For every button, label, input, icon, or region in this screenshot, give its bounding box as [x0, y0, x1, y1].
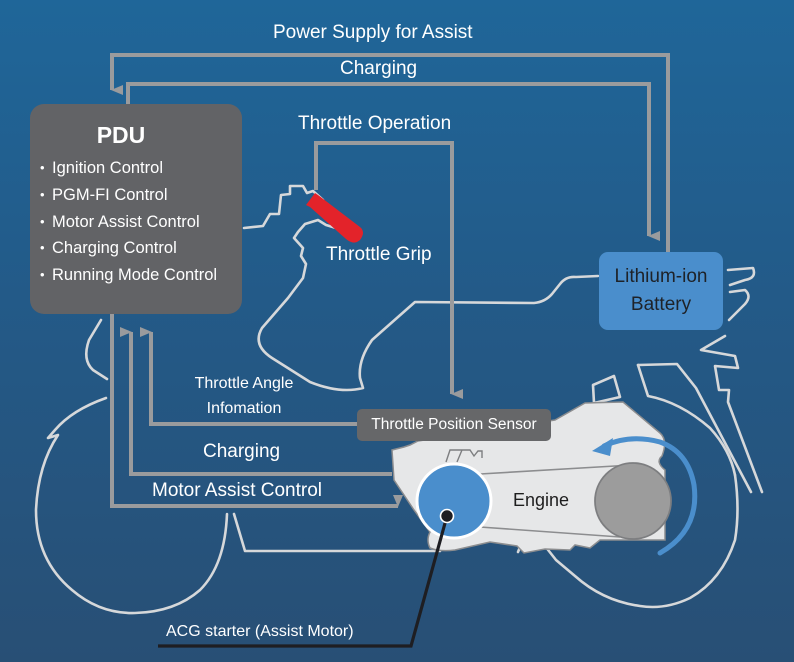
- bullet-icon: •: [40, 267, 45, 283]
- charging-top-label: Charging: [340, 58, 418, 79]
- rear-trim-outline-1: [726, 266, 756, 287]
- motor-assist-control-label: Motor Assist Control: [152, 480, 322, 501]
- throttle-grip-icon: [306, 193, 363, 243]
- rotation-arrow-icon: [601, 436, 698, 556]
- throttle-angle-label-line1: Throttle Angle: [194, 375, 294, 392]
- pdu-function-list: • Ignition Control • PGM-FI Control • Motor…: [40, 155, 217, 289]
- rotation-arrowhead-icon: [592, 438, 613, 456]
- throttle-operation-arrow: [314, 141, 463, 399]
- pdu-function-text: Ignition Control: [52, 159, 163, 177]
- throttle-grip-label: Throttle Grip: [326, 244, 432, 265]
- rear-fender-outline: [636, 362, 753, 494]
- acg-leader-line: [158, 508, 455, 648]
- pdu-function-text: PGM-FI Control: [52, 185, 168, 204]
- drive-belt-top: [479, 464, 633, 475]
- drive-belt-bottom: [479, 526, 621, 538]
- reflector-outline: [591, 374, 622, 405]
- throttle-operation-label: Throttle Operation: [298, 113, 452, 134]
- pulley-icon: [594, 462, 672, 540]
- intake-icon: [445, 449, 483, 463]
- rear-wheel-outline: [516, 473, 739, 609]
- charging-bottom-arrow: [120, 327, 392, 476]
- power-supply-label: Power Supply for Assist: [273, 22, 473, 43]
- chassis-underside-outline: [232, 512, 442, 553]
- front-wheel-outline: [34, 396, 229, 615]
- pdu-function-item: • Motor Assist Control: [40, 209, 217, 236]
- charging-bottom-label: Charging: [203, 441, 281, 462]
- throttle-angle-arrow: [140, 327, 357, 426]
- pdu-title: PDU: [96, 122, 146, 148]
- pdu-function-item: • Charging Control: [40, 235, 217, 262]
- battery-box: Lithium-ion Battery: [599, 252, 723, 330]
- front-fender-outline: [84, 318, 109, 381]
- pdu-function-text: Charging Control: [52, 239, 177, 258]
- bullet-icon: •: [40, 160, 45, 175]
- pdu-function-item: • Ignition Control: [40, 155, 217, 182]
- rear-trim-outline-2: [727, 288, 750, 322]
- bullet-icon: •: [40, 240, 45, 256]
- bullet-icon: •: [40, 186, 45, 202]
- throttle-position-sensor-box: Throttle Position Sensor: [357, 409, 551, 441]
- pdu-box: PDU • Ignition Control • PGM-FI Control • M…: [30, 104, 242, 314]
- pdu-function-text: Running Mode Control: [52, 266, 218, 285]
- throttle-angle-label-line2: Infomation: [206, 400, 282, 417]
- battery-label-line1: Lithium-ion: [614, 266, 708, 287]
- power-supply-arrow: [110, 53, 670, 252]
- pdu-function-item: • PGM-FI Control: [40, 182, 217, 209]
- handlebar-outline: [242, 184, 325, 230]
- charging-top-arrow: [126, 82, 660, 241]
- handlebar-lower-outline: [257, 218, 600, 392]
- acg-motor-icon: [415, 462, 493, 540]
- acg-starter-label: ACG starter (Assist Motor): [166, 623, 354, 640]
- flow-arrows: [110, 53, 670, 508]
- pdu-function-item: • Running Mode Control: [40, 262, 217, 289]
- battery-label-line2: Battery: [630, 294, 692, 315]
- motorcycle-outline: [34, 184, 764, 615]
- pdu-function-text: Motor Assist Control: [52, 212, 200, 231]
- side-cover-outline: [636, 363, 737, 477]
- engine-label: Engine: [513, 490, 570, 510]
- motor-assist-arrow: [110, 314, 403, 508]
- tail-light-outline: [699, 334, 764, 494]
- bullet-icon: •: [40, 213, 45, 229]
